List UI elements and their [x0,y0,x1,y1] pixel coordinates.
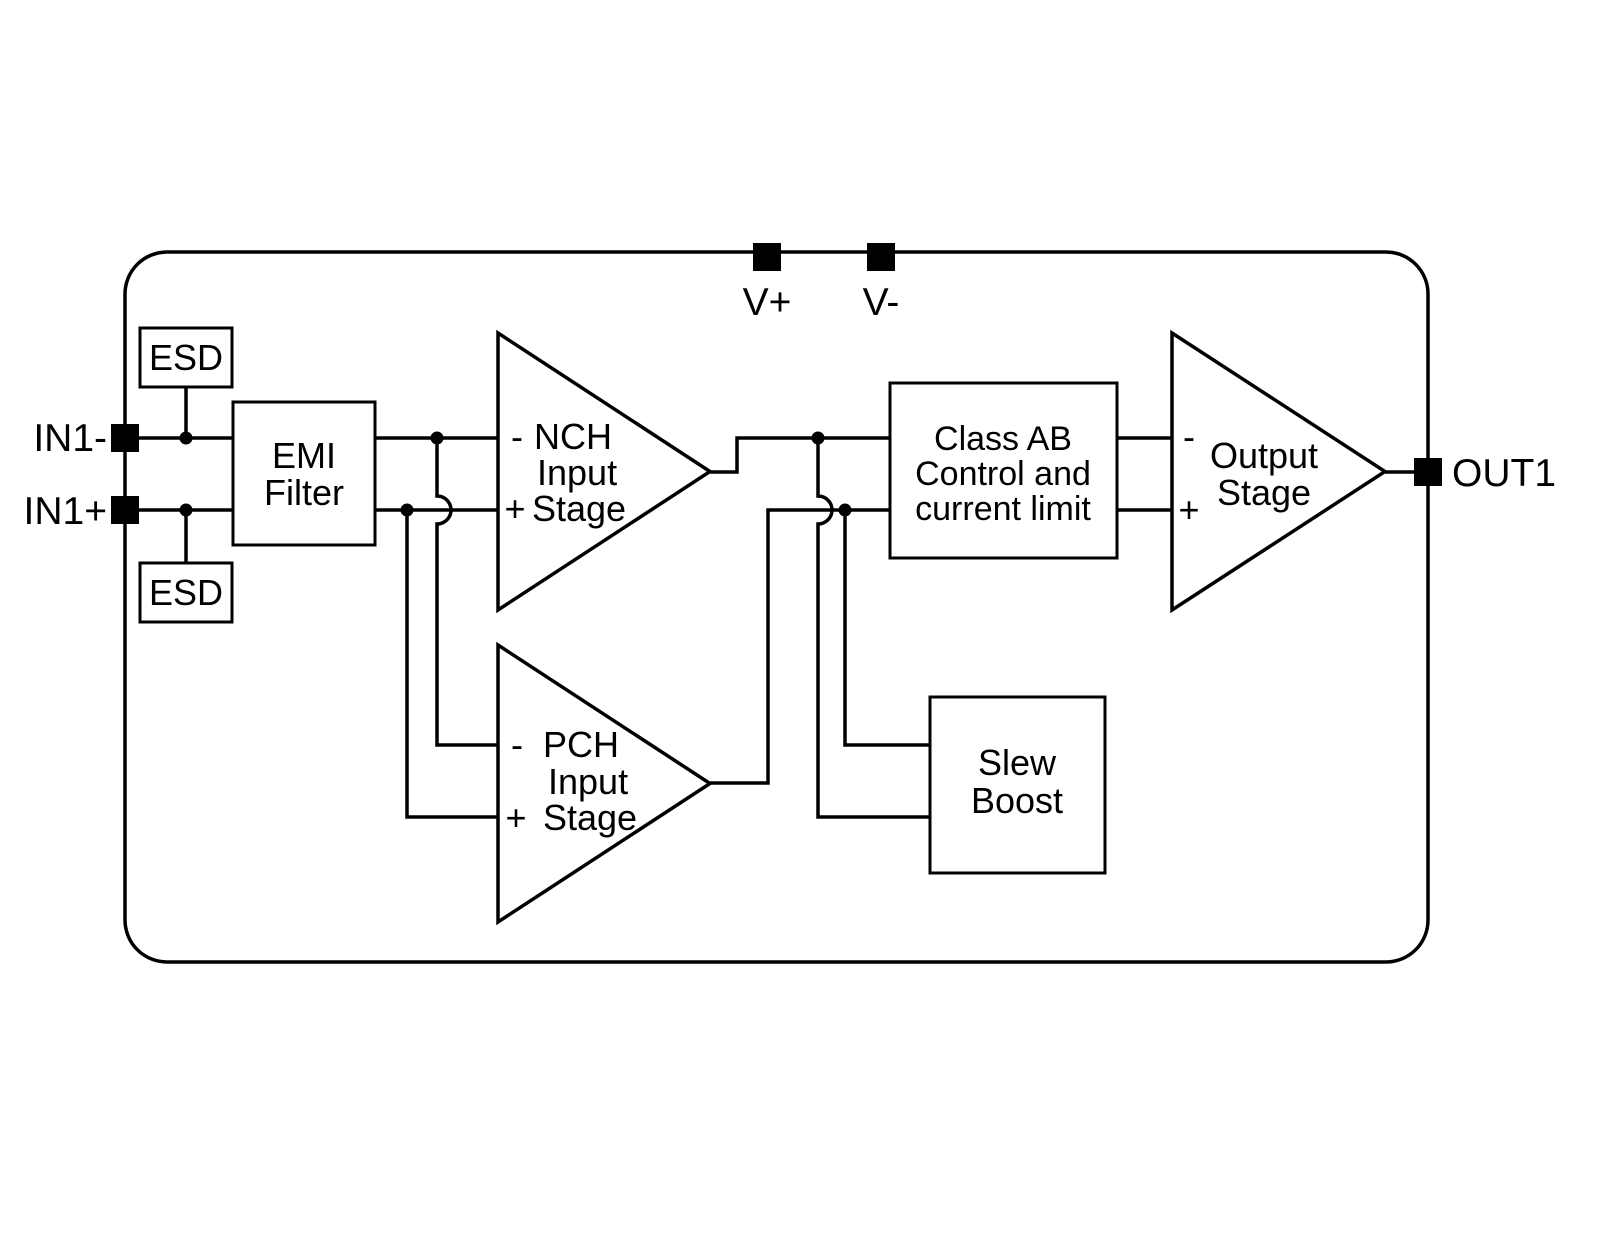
nch-label-line1: NCH [534,416,612,457]
pch-label-line2: Input [548,761,628,802]
wire-branch-to-pch-plus [405,510,498,819]
nch-input-stage-triangle [496,329,714,614]
junction-dot-esd-bottom [179,503,193,517]
esd-bottom-label: ESD [149,572,223,613]
wire-nch-output-to-classab [710,436,890,474]
slew-boost-label-line1: Slew [978,742,1057,783]
class-ab-label-line1: Class AB [934,420,1072,458]
junction-dot-slew-tap-pch [838,503,852,517]
class-ab-control-block: Class AB Control and current limit [888,381,1119,560]
in1-minus-label: IN1- [33,417,107,460]
slew-boost-label-line2: Boost [971,780,1063,821]
output-stage-label-line1: Output [1210,435,1318,476]
pch-minus-sign: - [511,724,523,765]
vplus-label: V+ [743,281,792,324]
esd-top-block: ESD [138,326,234,389]
slew-boost-box [928,695,1107,875]
vminus-label: V- [863,281,900,324]
pch-input-stage-block: - PCH Input + Stage [496,641,714,926]
class-ab-label-line3: current limit [915,490,1091,528]
class-ab-label-line2: Control and [915,455,1091,493]
nch-label-line3: Stage [532,488,626,529]
esd-bottom-box [138,561,234,624]
esd-bottom-block: ESD [138,561,234,624]
pch-label-line1: PCH [543,724,619,765]
pch-input-stage-triangle [496,641,714,926]
pin-in1-plus [111,496,139,524]
output-stage-label-line2: Stage [1217,472,1311,513]
wire-pch-output-to-classab [710,508,890,785]
junction-dot-slew-tap-nch [811,431,825,445]
esd-top-label: ESD [149,337,223,378]
nch-plus-sign: + [504,488,525,529]
chip-outline [123,250,1430,964]
junction-dot-pch-plus-branch [400,503,414,517]
emi-filter-label-line2: Filter [264,472,344,513]
wire-tap-to-slew-boost-upper [843,510,930,747]
nch-label-line2: Input [537,452,617,493]
emi-filter-block: EMI Filter [231,400,377,547]
output-plus-sign: + [1178,489,1199,530]
pin-vminus [867,243,895,271]
out1-label: OUT1 [1452,452,1556,495]
emi-filter-label-line1: EMI [272,435,336,476]
pin-in1-minus [111,424,139,452]
nch-minus-sign: - [511,416,523,457]
output-minus-sign: - [1183,416,1195,457]
in1-plus-label: IN1+ [24,490,107,533]
class-ab-control-box [888,381,1119,560]
junction-dot-pch-minus-branch [430,431,444,445]
output-stage-triangle [1170,329,1389,614]
esd-top-box [138,326,234,389]
slew-boost-block: Slew Boost [928,695,1107,875]
junction-dot-esd-top [179,431,193,445]
wire-branch-to-pch-minus [435,438,498,747]
pin-vplus [753,243,781,271]
emi-filter-box [231,400,377,547]
pch-plus-sign: + [505,797,526,838]
nch-input-stage-block: - NCH Input + Stage [496,329,714,614]
pin-out1 [1414,458,1442,486]
pch-label-line3: Stage [543,797,637,838]
output-stage-block: - + Output Stage [1170,329,1389,614]
